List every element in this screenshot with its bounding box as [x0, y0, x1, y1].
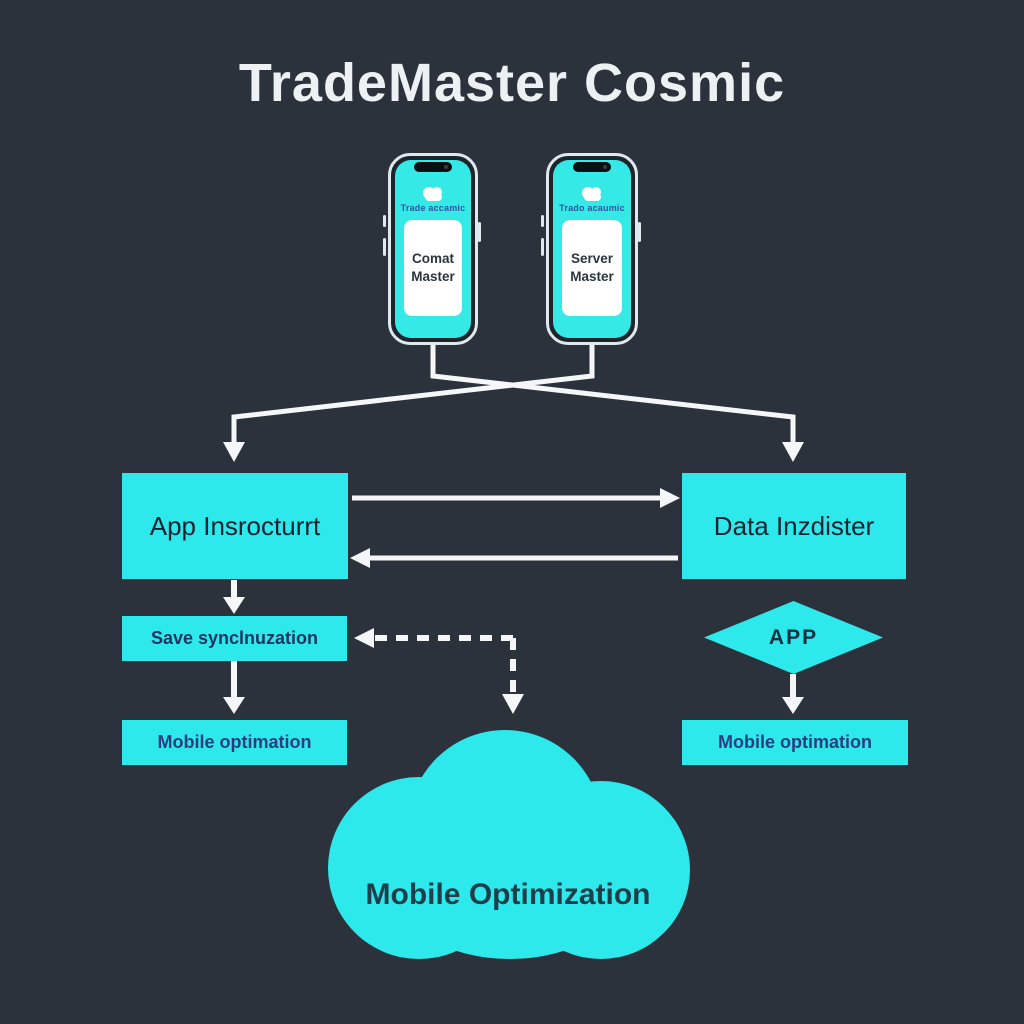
phone-side-button [541, 215, 544, 227]
phone-left: Trade accamic Comat Master [388, 153, 478, 345]
node-label: APP [768, 625, 819, 649]
node-label: Mobile optimation [157, 732, 312, 752]
phone-right-screen: Trado acaumic Server Master [553, 160, 631, 338]
phone-side-button [383, 238, 386, 256]
camera-dot-icon [444, 165, 448, 169]
phone-side-button [383, 215, 386, 227]
cloud-shape [328, 730, 690, 959]
card-label-line2: Master [570, 269, 614, 284]
node-mobile-optimation-right: Mobile optimation [682, 720, 908, 765]
phone-side-button [638, 222, 641, 242]
phone-left-screen: Trade accamic Comat Master [395, 160, 471, 338]
node-save-sync: Save synclnuzation [122, 616, 347, 661]
phone-cross-arrows [231, 345, 796, 444]
phone-side-button [541, 238, 544, 256]
cloud-node-label: Mobile Optimization [365, 878, 651, 911]
node-mobile-optimation-left: Mobile optimation [122, 720, 347, 765]
card-label-line2: Master [411, 269, 455, 284]
diagram-title: TradeMaster Cosmic [238, 53, 786, 113]
node-app-infrastructure: App Insrocturrt [122, 473, 348, 579]
phone-brand-text: Trado acaumic [559, 203, 625, 213]
node-label: App Insrocturrt [149, 510, 321, 541]
node-data-indister: Data Inzdister [682, 473, 906, 579]
phone-notch [573, 162, 611, 172]
cloud-icon [423, 187, 442, 201]
camera-dot-icon [603, 165, 607, 169]
node-label: Mobile optimation [718, 732, 872, 752]
phone-right: Trado acaumic Server Master [546, 153, 638, 345]
card-label-line1: Comat [411, 251, 454, 267]
phone-notch [414, 162, 452, 172]
exchange-arrows [352, 495, 678, 561]
dashed-connector [374, 635, 516, 694]
phone-right-card: Server Master [562, 220, 622, 316]
cloud-icon [582, 187, 601, 201]
card-label-line1: Server [570, 251, 614, 267]
phone-left-card: Comat Master [404, 220, 462, 316]
node-label: Data Inzdister [713, 510, 875, 541]
node-label: Save synclnuzation [150, 628, 319, 648]
phone-side-button [478, 222, 481, 242]
phone-brand-text: Trade accamic [400, 203, 466, 213]
